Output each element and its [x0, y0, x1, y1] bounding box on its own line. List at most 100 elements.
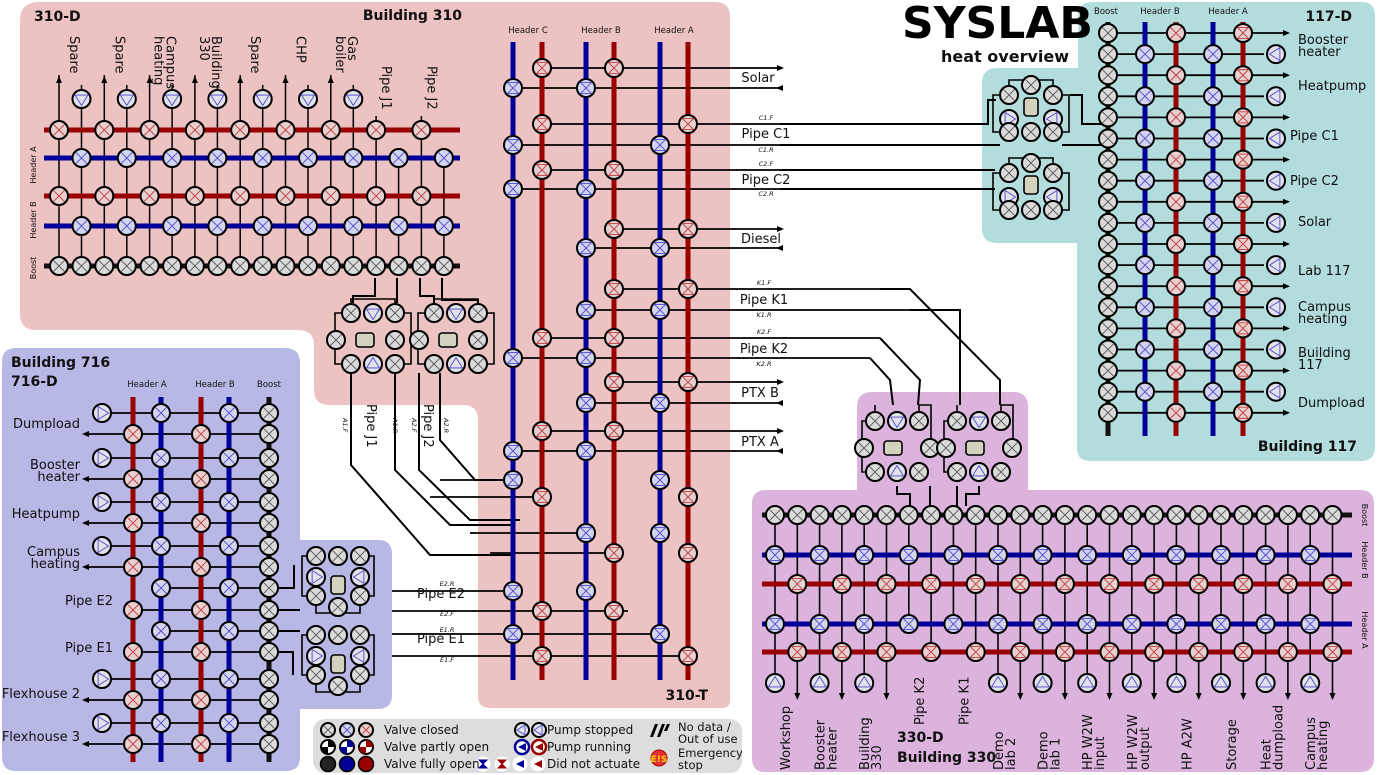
valve-gray[interactable]	[1002, 438, 1022, 458]
valve-gray[interactable]	[259, 734, 279, 754]
valve-blue[interactable]	[1203, 44, 1223, 65]
pump-stopped[interactable]	[446, 303, 466, 323]
valve-blue[interactable]	[388, 148, 409, 168]
valve-blue[interactable]	[71, 148, 92, 168]
valve-red[interactable]	[275, 120, 296, 140]
pump-stopped[interactable]	[306, 567, 326, 587]
pump-stopped[interactable]	[854, 673, 875, 693]
valve-gray[interactable]	[259, 690, 279, 710]
valve-blue[interactable]	[252, 148, 273, 168]
valve-red[interactable]	[123, 557, 143, 577]
valve-gray[interactable]	[259, 600, 279, 620]
valve-gray[interactable]	[898, 505, 919, 525]
valve-red[interactable]	[1233, 107, 1253, 128]
valve-red[interactable]	[1233, 23, 1253, 43]
valve-red[interactable]	[123, 690, 143, 710]
pump-stopped[interactable]	[446, 354, 466, 374]
valve-blue[interactable]	[433, 216, 454, 236]
valve-blue[interactable]	[503, 348, 523, 368]
valve-red[interactable]	[1233, 149, 1253, 170]
valve-red[interactable]	[191, 557, 211, 577]
pump-stopped[interactable]	[252, 89, 273, 109]
valve-gray[interactable]	[424, 354, 444, 374]
valve-blue[interactable]	[1203, 86, 1223, 107]
valve-gray[interactable]	[468, 330, 488, 350]
valve-red[interactable]	[678, 279, 698, 299]
valve-red[interactable]	[1322, 574, 1343, 594]
valve-red[interactable]	[1010, 574, 1031, 594]
pump-stopped[interactable]	[969, 462, 989, 482]
valve-blue[interactable]	[219, 578, 239, 598]
pump-stopped[interactable]	[1077, 673, 1098, 693]
valve-blue[interactable]	[219, 536, 239, 556]
valve-red[interactable]	[94, 120, 115, 140]
valve-gray[interactable]	[1098, 339, 1118, 360]
pump-stopped[interactable]	[343, 89, 364, 109]
valve-blue[interactable]	[1203, 339, 1223, 360]
valve-gray[interactable]	[328, 676, 348, 696]
valve-gray[interactable]	[320, 256, 341, 276]
valve-gray[interactable]	[1098, 360, 1118, 381]
valve-red[interactable]	[139, 186, 160, 206]
valve-blue[interactable]	[151, 536, 171, 556]
valve-blue[interactable]	[809, 545, 830, 565]
pump-stopped[interactable]	[92, 669, 112, 689]
valve-red[interactable]	[184, 120, 205, 140]
valve-blue[interactable]	[854, 545, 875, 565]
pump-stopped[interactable]	[92, 448, 112, 468]
valve-blue[interactable]	[151, 403, 171, 423]
valve-blue[interactable]	[1077, 545, 1098, 565]
valve-blue[interactable]	[503, 470, 523, 490]
valve-red[interactable]	[1099, 574, 1120, 594]
valve-blue[interactable]	[1121, 614, 1142, 634]
valve-gray[interactable]	[1188, 505, 1209, 525]
valve-gray[interactable]	[1098, 212, 1118, 233]
valve-blue[interactable]	[433, 148, 454, 168]
valve-gray[interactable]	[1098, 381, 1118, 402]
valve-gray[interactable]	[328, 546, 348, 566]
valve-blue[interactable]	[1077, 614, 1098, 634]
valve-gray[interactable]	[71, 256, 92, 276]
valve-gray[interactable]	[947, 411, 967, 431]
pump-stopped[interactable]	[887, 411, 907, 431]
valve-blue[interactable]	[650, 393, 670, 413]
valve-gray[interactable]	[433, 256, 454, 276]
valve-blue[interactable]	[1135, 381, 1155, 402]
pump-stopped[interactable]	[988, 673, 1008, 693]
pump-stopped[interactable]	[514, 722, 530, 738]
pump-stopped[interactable]	[1032, 673, 1053, 693]
valve-blue[interactable]	[151, 578, 171, 598]
valve-red[interactable]	[604, 421, 624, 441]
valve-blue[interactable]	[576, 238, 596, 258]
valve-blue[interactable]	[576, 581, 596, 601]
valve-gray[interactable]	[350, 586, 370, 606]
valve-blue[interactable]	[162, 148, 183, 168]
valve-blue[interactable]	[988, 614, 1008, 634]
valve-blue[interactable]	[1135, 44, 1155, 65]
valve-gray[interactable]	[999, 200, 1019, 220]
pump-stopped[interactable]	[1266, 212, 1286, 233]
valve-red[interactable]	[1188, 642, 1209, 662]
valve-gray[interactable]	[991, 411, 1011, 431]
valve-blue[interactable]	[576, 393, 596, 413]
valve-red[interactable]	[831, 574, 852, 594]
valve-red[interactable]	[1166, 276, 1186, 297]
valve-red[interactable]	[1144, 642, 1165, 662]
valve-gray[interactable]	[999, 122, 1019, 142]
valve-gray[interactable]	[1043, 163, 1063, 183]
valve-gray[interactable]	[1098, 65, 1118, 86]
pump-stopped[interactable]	[1255, 673, 1276, 693]
valve-blue[interactable]	[650, 470, 670, 490]
valve-red[interactable]	[921, 574, 942, 594]
valve-gray[interactable]	[320, 722, 336, 738]
valve-red[interactable]	[1166, 191, 1186, 212]
valve-red[interactable]	[1233, 276, 1253, 297]
valve-red[interactable]	[1054, 642, 1075, 662]
valve-red[interactable]	[230, 120, 251, 140]
valve-gray[interactable]	[298, 256, 318, 276]
valve-gray[interactable]	[787, 505, 808, 525]
valve-gray[interactable]	[1098, 255, 1118, 276]
pump-stopped[interactable]	[92, 492, 112, 512]
valve-blue[interactable]	[1203, 381, 1223, 402]
valve-blue[interactable]	[162, 216, 183, 236]
